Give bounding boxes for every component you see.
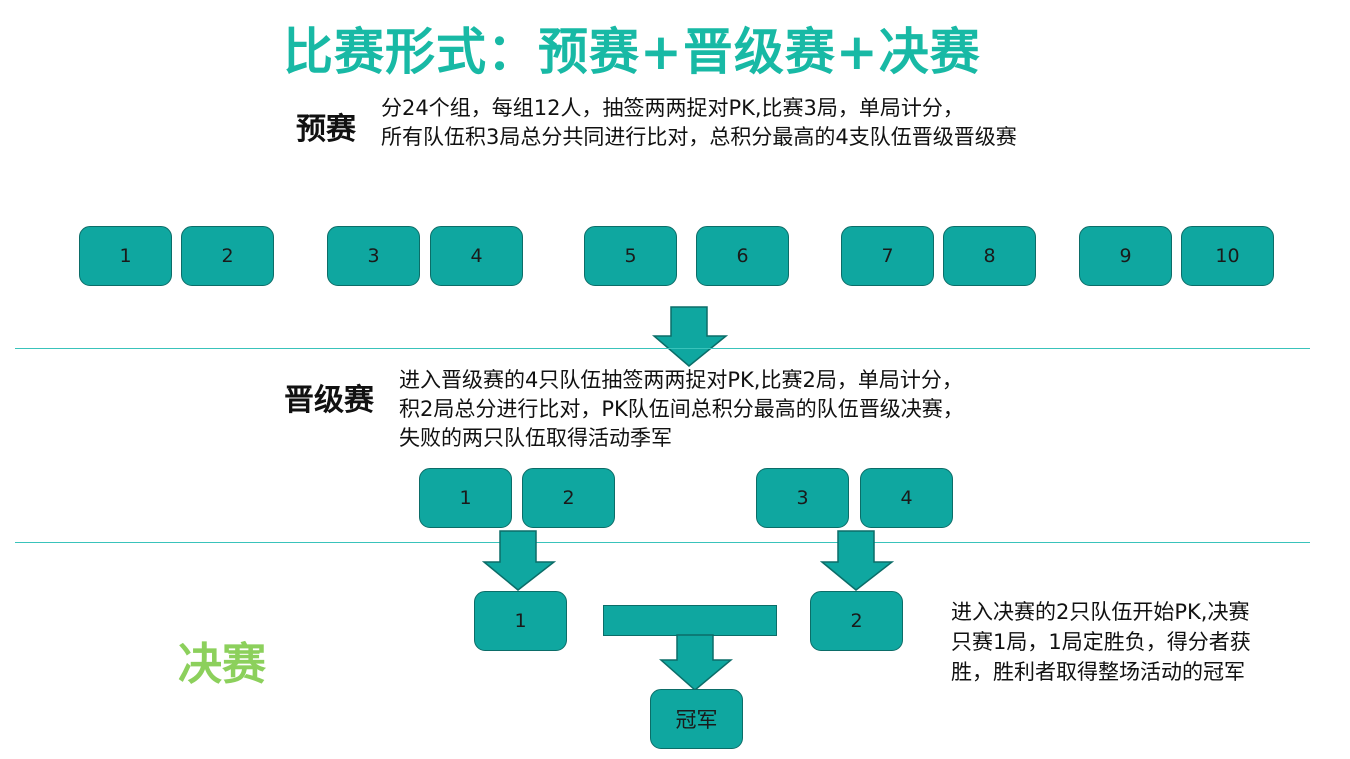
- promotion-team-box: 1: [419, 468, 512, 528]
- promotion-description: 进入晋级赛的4只队伍抽签两两捉对PK,比赛2局，单局计分， 积2局总分进行比对，…: [399, 366, 964, 453]
- prelim-description: 分24个组，每组12人，抽签两两捉对PK,比赛3局，单局计分， 所有队伍积3局总…: [381, 94, 1017, 152]
- prelim-desc-line: 分24个组，每组12人，抽签两两捉对PK,比赛3局，单局计分，: [381, 96, 964, 120]
- promotion-desc-line: 积2局总分进行比对，PK队伍间总积分最高的队伍晋级决赛，: [399, 397, 964, 421]
- promotion-team-box: 4: [860, 468, 953, 528]
- section-divider: [15, 348, 1310, 349]
- final-team-box: 1: [474, 591, 567, 651]
- prelim-team-box: 3: [327, 226, 420, 286]
- down-arrow-icon: [482, 530, 556, 591]
- prelim-team-box: 2: [181, 226, 274, 286]
- prelim-team-box: 4: [430, 226, 523, 286]
- promotion-team-box: 2: [522, 468, 615, 528]
- prelim-team-box: 9: [1079, 226, 1172, 286]
- prelim-team-box: 7: [841, 226, 934, 286]
- prelim-team-box: 1: [79, 226, 172, 286]
- final-team-box: 2: [810, 591, 903, 651]
- champion-box: 冠军: [650, 689, 743, 749]
- promotion-desc-line: 失败的两只队伍取得活动季军: [399, 426, 672, 450]
- down-arrow-icon: [659, 634, 733, 691]
- prelim-team-box: 10: [1181, 226, 1274, 286]
- final-desc-line: 只赛1局，1局定胜负，得分者获: [951, 630, 1251, 654]
- final-description: 进入决赛的2只队伍开始PK,决赛 只赛1局，1局定胜负，得分者获 胜，胜利者取得…: [951, 597, 1251, 687]
- prelim-team-box: 6: [696, 226, 789, 286]
- promotion-label: 晋级赛: [284, 383, 374, 418]
- final-desc-line: 进入决赛的2只队伍开始PK,决赛: [951, 600, 1250, 624]
- page-title: 比赛形式：预赛+晋级赛+决赛: [283, 23, 981, 81]
- promotion-team-box: 3: [756, 468, 849, 528]
- down-arrow-icon: [820, 530, 894, 591]
- section-divider: [15, 542, 1310, 543]
- final-desc-line: 胜，胜利者取得整场活动的冠军: [951, 660, 1245, 684]
- prelim-desc-line: 所有队伍积3局总分共同进行比对，总积分最高的4支队伍晋级晋级赛: [381, 125, 1017, 149]
- prelim-team-box: 8: [943, 226, 1036, 286]
- final-label: 决赛: [178, 639, 266, 690]
- down-arrow-icon: [652, 306, 728, 367]
- prelim-team-box: 5: [584, 226, 677, 286]
- final-merge-bar: [603, 605, 777, 636]
- promotion-desc-line: 进入晋级赛的4只队伍抽签两两捉对PK,比赛2局，单局计分，: [399, 368, 963, 392]
- prelim-label: 预赛: [296, 112, 356, 147]
